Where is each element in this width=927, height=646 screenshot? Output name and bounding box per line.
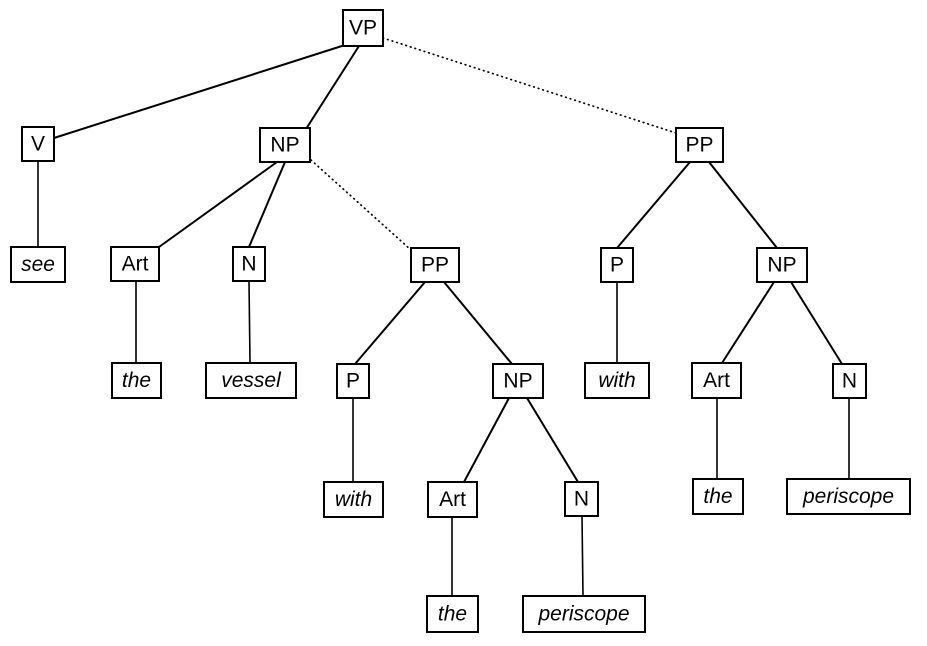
tree-edge-np-mid-n-mid xyxy=(526,397,579,483)
node-label-with_right: with xyxy=(598,369,635,392)
node-box-n_mid xyxy=(564,481,599,517)
tree-node-n1: N xyxy=(232,246,266,282)
tree-node-p_right: P xyxy=(600,247,634,283)
tree-edge-vp-pp-right-dotted xyxy=(382,37,677,134)
node-box-np1 xyxy=(259,127,311,163)
tree-node-art1: Art xyxy=(110,246,160,282)
tree-edge-pp-mid-np-mid xyxy=(443,281,513,365)
tree-edge-np-mid-art-mid xyxy=(463,397,510,483)
tree-node-np1: NP xyxy=(259,127,311,163)
node-label-vessel: vessel xyxy=(221,369,282,392)
tree-node-v: V xyxy=(21,126,55,162)
tree-edge-pp-right-np-right xyxy=(708,161,778,249)
node-label-p_right: P xyxy=(610,254,624,277)
node-label-np_right: NP xyxy=(767,254,796,277)
node-label-with_mid: with xyxy=(335,488,372,511)
node-box-v xyxy=(21,126,55,162)
node-box-the_mid xyxy=(426,595,479,633)
tree-node-n_mid: N xyxy=(564,481,599,517)
tree-node-np_mid: NP xyxy=(492,363,544,399)
node-box-pp_right xyxy=(675,127,724,163)
tree-node-pp_mid: PP xyxy=(410,247,460,283)
node-label-pp_mid: PP xyxy=(421,254,449,277)
node-box-np_right xyxy=(756,247,808,283)
node-label-p_mid: P xyxy=(346,370,360,393)
node-box-art_mid xyxy=(427,481,478,518)
tree-edge-n-mid-periscope xyxy=(581,515,584,597)
tree-edge-pp-mid-p-mid xyxy=(354,281,426,365)
tree-edge-np1-n1 xyxy=(248,161,286,248)
node-box-art_right xyxy=(691,362,742,399)
node-label-n_mid: N xyxy=(574,488,589,511)
node-box-the1 xyxy=(111,362,162,399)
tree-edge-pp-right-p-right xyxy=(616,161,691,249)
node-label-the_mid: the xyxy=(438,603,467,626)
tree-edge-vp-v xyxy=(53,44,346,139)
node-label-art_mid: Art xyxy=(439,488,466,511)
node-box-np_mid xyxy=(492,363,544,399)
node-label-art_right: Art xyxy=(703,369,730,392)
tree-node-np_right: NP xyxy=(756,247,808,283)
node-box-p_right xyxy=(600,247,634,283)
node-label-np_mid: NP xyxy=(503,370,532,393)
tree-node-art_right: Art xyxy=(691,362,742,399)
node-box-the_right xyxy=(692,478,744,515)
tree-node-see: see xyxy=(10,246,66,283)
tree-node-the_mid: the xyxy=(426,595,479,633)
tree-node-with_right: with xyxy=(584,362,650,399)
tree-node-vp: VP xyxy=(342,9,384,47)
tree-node-n_right: N xyxy=(832,363,867,399)
node-box-vp xyxy=(342,9,384,47)
node-box-vessel xyxy=(205,362,297,399)
node-box-p_mid xyxy=(336,363,370,399)
tree-node-with_mid: with xyxy=(323,481,384,518)
node-box-pp_mid xyxy=(410,247,460,283)
edge-layer xyxy=(37,37,850,597)
tree-edge-n1-vessel xyxy=(248,280,251,364)
node-label-np1: NP xyxy=(270,134,299,157)
node-box-n_right xyxy=(832,363,867,399)
node-box-n1 xyxy=(232,246,266,282)
tree-node-art_mid: Art xyxy=(427,481,478,518)
tree-edge-np-right-art-right xyxy=(721,281,775,364)
tree-node-p_mid: P xyxy=(336,363,370,399)
node-label-the_right: the xyxy=(703,485,732,508)
tree-edge-np1-pp-mid-dotted xyxy=(310,159,412,251)
node-box-art1 xyxy=(110,246,160,282)
node-box-with_mid xyxy=(323,481,384,518)
node-box-periscope_m xyxy=(522,595,646,633)
tree-node-the1: the xyxy=(111,362,162,399)
node-label-see: see xyxy=(21,253,55,276)
node-box-see xyxy=(10,246,66,283)
node-label-vp: VP xyxy=(349,17,377,40)
tree-node-periscope_m: periscope xyxy=(522,595,646,633)
tree-node-vessel: vessel xyxy=(205,362,297,399)
node-box-with_right xyxy=(584,362,650,399)
tree-node-periscope_r: periscope xyxy=(786,478,911,515)
node-label-art1: Art xyxy=(122,253,149,276)
node-label-n1: N xyxy=(241,253,256,276)
node-label-pp_right: PP xyxy=(685,134,713,157)
tree-edge-vp-np1 xyxy=(305,45,360,130)
node-label-v: V xyxy=(31,133,45,156)
tree-node-the_right: the xyxy=(692,478,744,515)
tree-edge-np-right-n-right xyxy=(790,281,843,365)
node-label-the1: the xyxy=(122,369,151,392)
node-label-n_right: N xyxy=(842,370,857,393)
tree-node-pp_right: PP xyxy=(675,127,724,163)
tree-edge-np1-art1 xyxy=(158,161,278,248)
node-label-periscope_r: periscope xyxy=(802,485,894,508)
node-label-periscope_m: periscope xyxy=(537,603,629,626)
node-box-periscope_r xyxy=(786,478,911,515)
